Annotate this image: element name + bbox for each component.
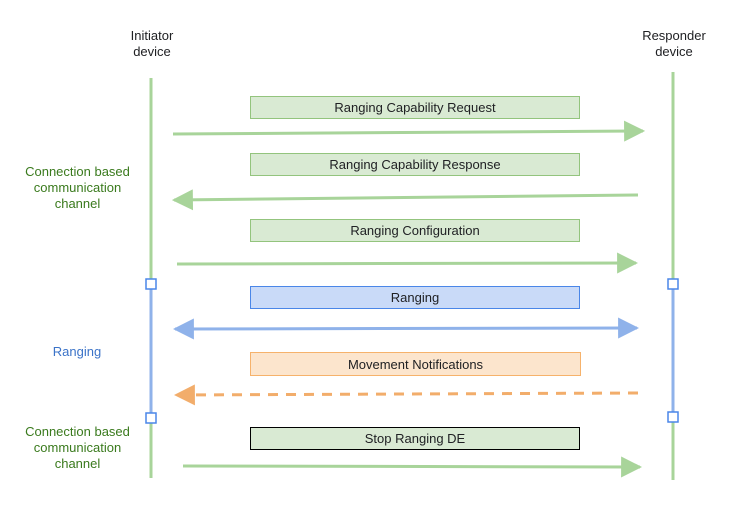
arrow-ranging [172, 317, 640, 340]
message-box-stop-ranging: Stop Ranging DE [250, 427, 580, 450]
phase-label-connection-bottom: Connection based communication channel [25, 424, 130, 471]
responder-phase-marker-1 [667, 278, 679, 290]
responder-phase-marker-2 [667, 411, 679, 423]
initiator-phase-marker-1 [145, 278, 157, 290]
arrow-movement-notifications [173, 384, 639, 406]
message-box-capability-request: Ranging Capability Request [250, 96, 580, 119]
arrow-capability-request [172, 120, 646, 142]
initiator-header: Initiator device [130, 28, 174, 59]
arrow-stop-ranging [182, 456, 643, 478]
message-box-movement-notifications: Movement Notifications [250, 352, 581, 376]
message-box-ranging: Ranging [250, 286, 580, 309]
responder-header: Responder device [642, 28, 706, 59]
arrow-capability-response [171, 189, 639, 211]
initiator-phase-marker-2 [145, 412, 157, 424]
message-box-capability-response: Ranging Capability Response [250, 153, 580, 176]
phase-label-ranging: Ranging [52, 344, 102, 359]
phase-label-connection-top: Connection based communication channel [25, 164, 130, 211]
message-box-ranging-configuration: Ranging Configuration [250, 219, 580, 242]
arrow-ranging-configuration [176, 252, 639, 274]
